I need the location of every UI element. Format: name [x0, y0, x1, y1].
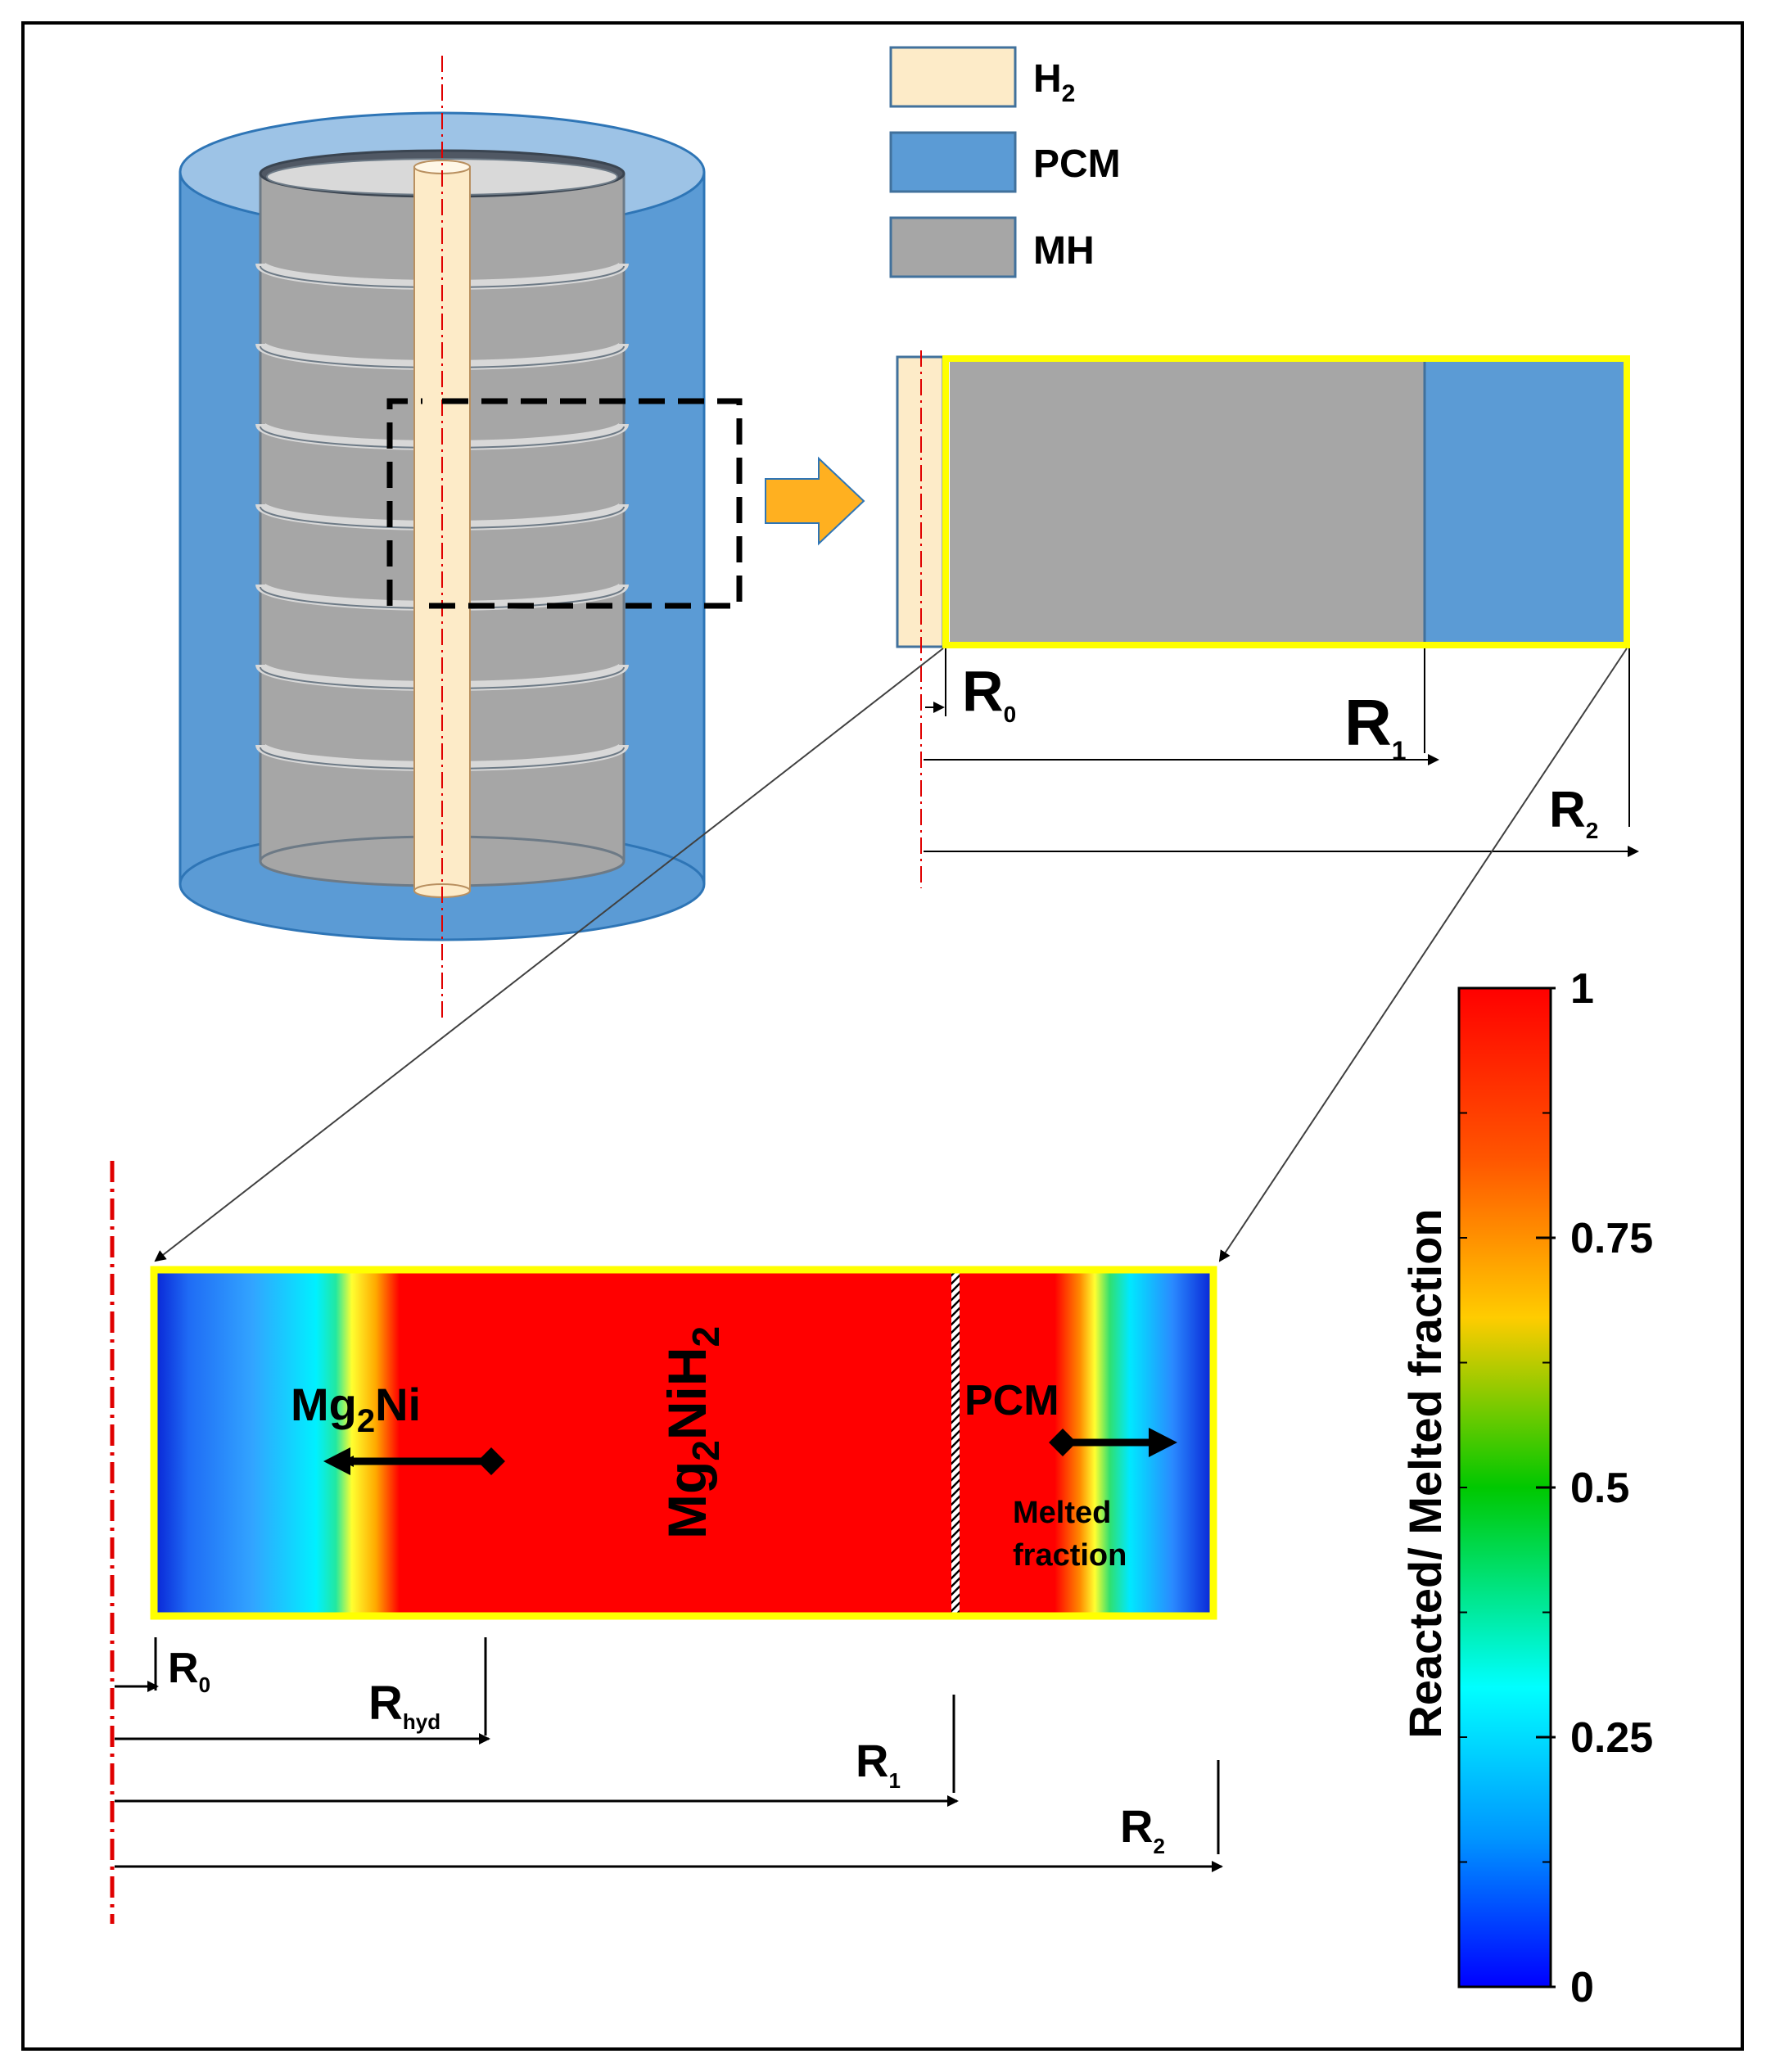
legend-item-mh: MH	[889, 216, 1095, 278]
pcm-contour-label: PCM	[964, 1377, 1059, 1424]
legend-swatch-mh	[889, 216, 1017, 278]
pcm-region	[1425, 360, 1624, 643]
colorbar-tick-label: 0.25	[1570, 1714, 1653, 1762]
reactor-cylinder-3d	[178, 56, 743, 1022]
legend-sub-h2: 2	[1062, 80, 1076, 107]
zoom-connector-right	[1218, 648, 1628, 1262]
colorbar-tick-label: 0.75	[1570, 1215, 1653, 1262]
figure-frame	[21, 21, 1744, 2051]
contour-domain-border	[150, 1266, 1217, 1620]
bottom-dimensions: R0 Rhyd R1 R2	[110, 1161, 1223, 1924]
colorbar-ticks: 1 0.75 0.5 0.25 0	[1459, 965, 1653, 2011]
colorbar-title: Reacted/ Melted fraction	[1399, 1208, 1451, 1738]
legend-swatch-pcm	[889, 131, 1017, 193]
legend-label-h2: H	[1033, 57, 1062, 101]
legend-item-pcm: PCM	[889, 131, 1121, 193]
computational-domain-border	[942, 355, 1630, 648]
selection-box	[386, 398, 743, 609]
fraction-contour: Mg2Ni Mg2NiH2 PCM Melted fraction	[150, 1266, 1217, 1620]
colorbar-tick-label: 0	[1570, 1964, 1594, 2011]
mg2nih2-label: Mg2NiH2	[657, 1326, 727, 1539]
cross-section: R0 R1 R2	[896, 350, 1639, 888]
mh-pcm-interface	[951, 1273, 960, 1613]
colorbar-tick-label: 1	[1570, 965, 1594, 1013]
zoom-arrow	[765, 456, 865, 546]
svg-text:H2: H2	[1033, 57, 1075, 107]
legend-swatch-h2	[889, 46, 1017, 108]
mh-region	[950, 360, 1425, 643]
melted-label-line1: Melted	[1013, 1496, 1111, 1530]
r0-label: R0	[962, 659, 1016, 727]
mg2ni-label: Mg2Ni	[291, 1379, 421, 1439]
colorbar: 1 0.75 0.5 0.25 0 Reacted/ Melted fraction	[1399, 965, 1653, 2011]
bottom-r2-label: R2	[1120, 1800, 1165, 1858]
r1-label: R1	[1344, 686, 1407, 765]
bottom-r0-label: R0	[168, 1645, 210, 1697]
colorbar-tick-label: 0.5	[1570, 1465, 1629, 1512]
melted-label-line2: fraction	[1013, 1538, 1127, 1573]
hydride-front-diamond	[477, 1447, 505, 1475]
mh-contour-region	[157, 1273, 951, 1613]
melting-front-diamond	[1049, 1429, 1077, 1456]
material-legend: H2 PCM MH	[889, 46, 1121, 278]
legend-item-h2: H2	[889, 46, 1075, 108]
legend-label-pcm: PCM	[1033, 142, 1121, 186]
zoom-connector-left	[154, 648, 944, 1262]
bottom-rhyd-label: Rhyd	[368, 1677, 440, 1734]
bottom-r1-label: R1	[856, 1735, 901, 1793]
legend-label-mh: MH	[1033, 229, 1095, 273]
r2-label: R2	[1549, 782, 1598, 843]
